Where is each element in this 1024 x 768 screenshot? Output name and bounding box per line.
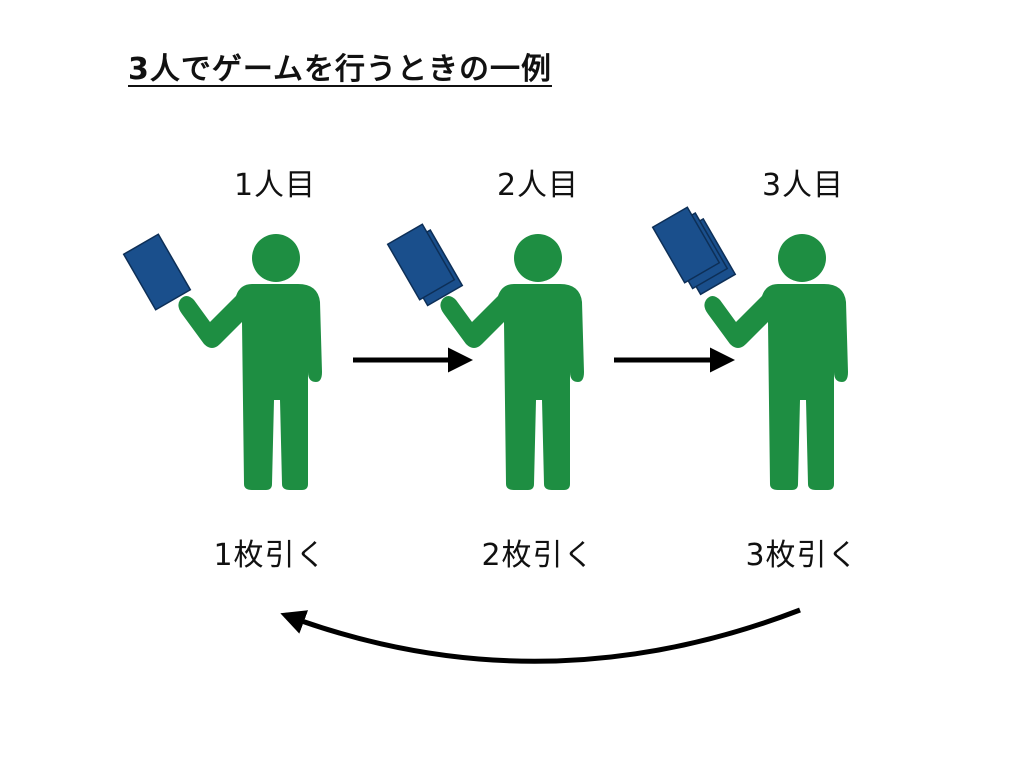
player-3-draw-label: 3枚引く [745,538,859,573]
card [122,233,192,311]
player-1-draw-label: 1枚引く [213,538,327,573]
card [651,206,721,284]
player-2-card-stack-icon [386,223,464,307]
person-head [514,234,562,282]
return-arrow-icon [280,607,801,664]
player-1-card-stack-icon [122,233,192,311]
person-head [252,234,300,282]
card [386,223,456,301]
person-body [704,284,848,490]
person-body [178,284,322,490]
player-3-label: 3人目 [761,168,845,203]
diagram-title: 3人でゲームを行うときの一例 [128,52,552,87]
player-3-person-icon [704,234,848,490]
player-2-person-icon [440,234,584,490]
player-2-draw-label: 2枚引く [481,538,595,573]
player-1-label: 1人目 [233,168,317,203]
person-head [778,234,826,282]
player-2-label: 2人目 [496,168,580,203]
player-3-card-stack-icon [651,206,737,296]
person-body [440,284,584,490]
player-1-person-icon [178,234,322,490]
